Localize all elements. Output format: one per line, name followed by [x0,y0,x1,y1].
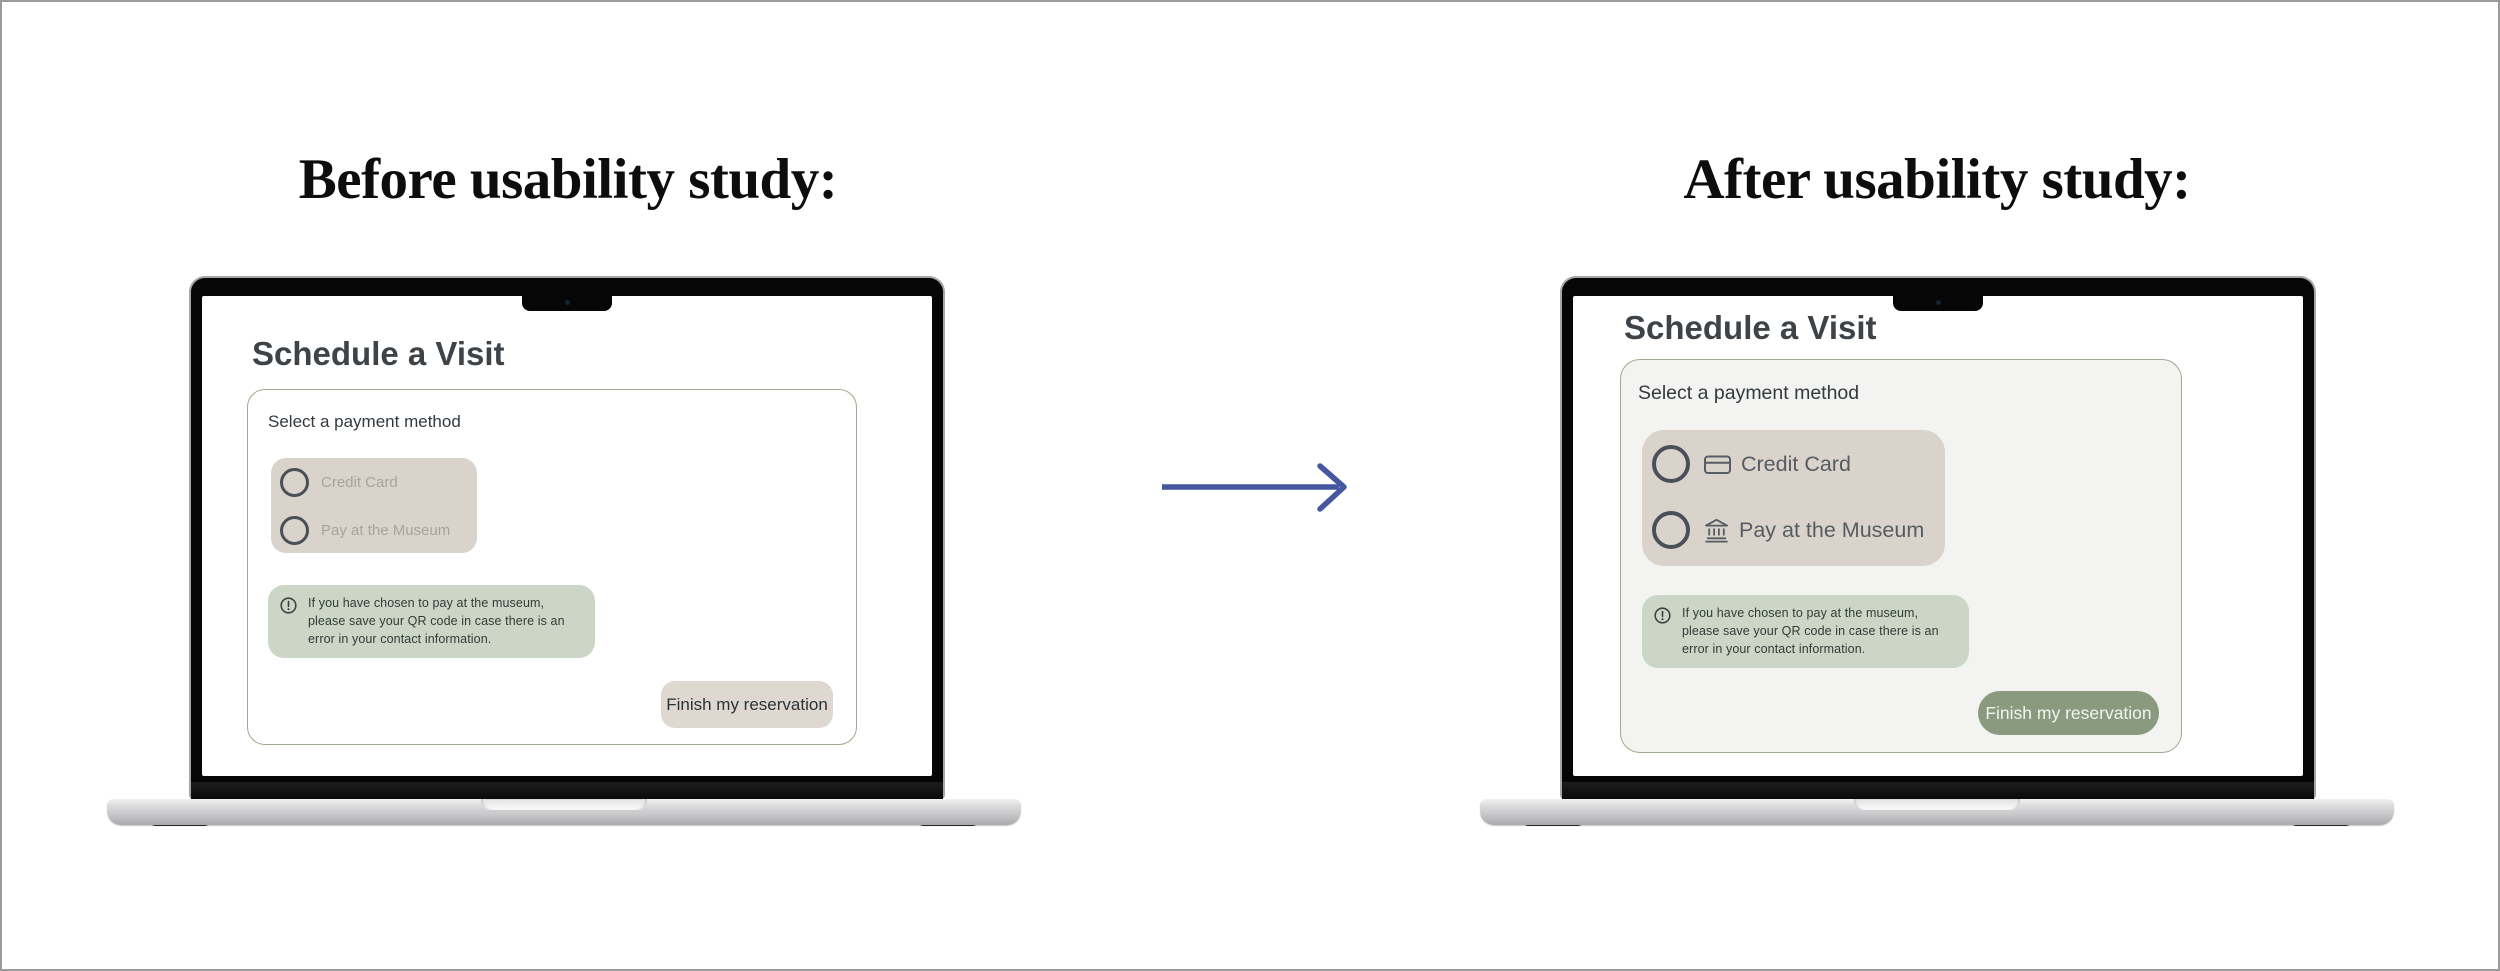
lid-lift-notch [1854,799,2020,810]
before-title: Before usability study: [298,148,838,211]
notice-box: If you have chosen to pay at the museum,… [1642,595,1969,668]
page-title: Schedule a Visit [1624,309,1877,346]
alert-icon [280,597,297,614]
finish-reservation-button[interactable]: Finish my reservation [661,681,833,728]
radio-option-credit-card[interactable]: Credit Card [1652,444,1851,484]
laptop-base [1480,799,2394,825]
notice-box: If you have chosen to pay at the museum,… [268,585,595,658]
payment-card: Select a payment method Credit Card Pay … [247,389,857,745]
camera-notch [522,296,612,311]
radio-option-pay-at-museum[interactable]: Pay at the Museum [1652,510,1924,550]
before-to-after-arrow-icon [1162,463,1347,512]
radio-button[interactable] [280,515,309,545]
radio-button[interactable] [1652,511,1690,549]
after-title: After usability study: [1683,148,2191,211]
laptop-display: Schedule a Visit Select a payment method… [202,296,932,776]
payment-prompt: Select a payment method [268,412,461,431]
radio-option-pay-at-museum[interactable]: Pay at the Museum [280,514,450,546]
laptop-hinge [1562,782,2314,799]
option-label: Credit Card [1741,451,1851,476]
payment-prompt: Select a payment method [1638,382,1860,404]
payment-options-group: Credit Card [1642,430,1945,566]
laptop-hinge [191,782,943,799]
radio-button[interactable] [1652,445,1690,483]
webcam-icon [564,299,570,305]
laptop-screen: Schedule a Visit Select a payment method… [189,276,945,799]
notice-text: If you have chosen to pay at the museum,… [308,596,565,646]
credit-card-icon [1703,453,1732,476]
lid-lift-notch [481,799,647,810]
laptop-mockup-before: Schedule a Visit Select a payment method… [107,276,1021,836]
radio-button[interactable] [280,467,309,497]
alert-icon [1654,607,1671,624]
laptop-base [107,799,1021,825]
laptop-mockup-after: Schedule a Visit Select a payment method [1480,276,2394,836]
laptop-display: Schedule a Visit Select a payment method [1573,296,2303,776]
option-label: Pay at the Museum [1739,517,1925,542]
museum-icon [1703,517,1730,544]
notice-text: If you have chosen to pay at the museum,… [1682,606,1939,656]
payment-card: Select a payment method Credit Card [1620,359,2182,753]
laptop-screen: Schedule a Visit Select a payment method [1560,276,2316,799]
radio-option-credit-card[interactable]: Credit Card [280,466,398,498]
payment-options-group: Credit Card Pay at the Museum [271,458,477,553]
option-label: Credit Card [321,473,398,491]
finish-reservation-button[interactable]: Finish my reservation [1978,691,2159,735]
page-title: Schedule a Visit [252,335,505,372]
option-label: Pay at the Museum [321,521,451,539]
camera-notch [1893,296,1983,311]
webcam-icon [1935,299,1941,305]
